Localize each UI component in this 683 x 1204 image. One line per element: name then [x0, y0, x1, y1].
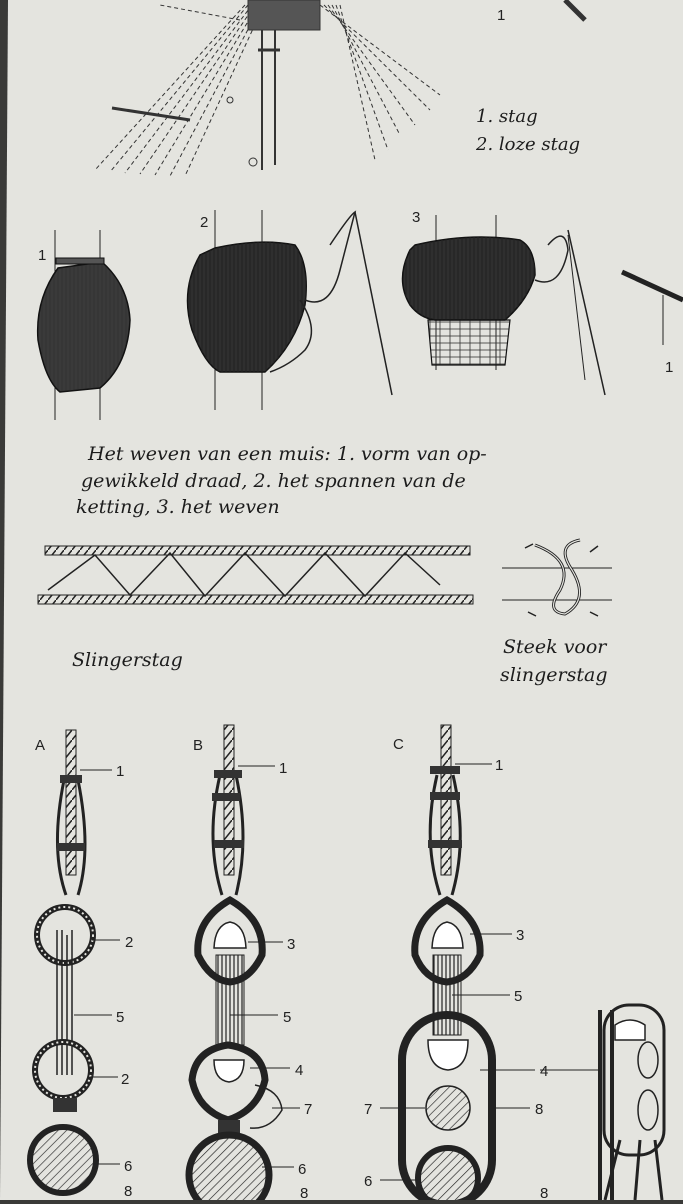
rig-b-label-8: 8	[300, 1185, 308, 1200]
legend-stag: 1. stag	[476, 106, 538, 127]
rig-b-label-5: 5	[283, 1009, 291, 1026]
rig-b-label-1: 1	[279, 760, 287, 777]
slingerstag-caption: Slingerstag	[72, 649, 183, 671]
edge-rope-fragment	[620, 269, 683, 345]
rig-b-leaders	[230, 765, 300, 1168]
muis-stage-2	[186, 210, 393, 410]
muis-label-1: 1	[38, 247, 46, 264]
rig-c-leaders	[380, 763, 535, 1181]
muis-stage-3	[401, 215, 606, 396]
muis-caption-line-2: gewikkeld draad, 2. het spannen van de	[81, 470, 466, 492]
stay-drawing	[94, 0, 441, 177]
rig-a-label-6: 6	[124, 1158, 132, 1175]
stay-corner-mark	[563, 0, 587, 22]
muis-stage-1	[36, 230, 131, 420]
rig-c-label-8b: 8	[540, 1185, 548, 1200]
rig-c-label-4: 4	[540, 1063, 548, 1080]
rig-variant-a	[27, 729, 99, 1196]
rig-c-label-3: 3	[516, 927, 524, 944]
rig-b-label-7: 7	[304, 1101, 312, 1118]
rig-b-title: B	[193, 737, 203, 754]
rig-c-title: C	[393, 736, 404, 753]
rig-variant-b	[185, 724, 283, 1204]
knot-caption-line-1: Steek voor	[503, 636, 608, 658]
rig-c-label-8: 8	[535, 1101, 543, 1118]
rig-a-leaders	[74, 769, 120, 1165]
rig-c-label-7: 7	[364, 1101, 372, 1118]
top-number: 1	[497, 7, 505, 24]
rig-a-label-8: 8	[124, 1183, 132, 1200]
block-side-view	[540, 1003, 666, 1201]
muis-label-3: 3	[412, 209, 420, 226]
muis-caption-line-3: ketting, 3. het weven	[76, 496, 280, 518]
rig-a-label-5: 5	[116, 1009, 124, 1026]
rig-b-label-3: 3	[287, 936, 295, 953]
rig-a-title: A	[35, 737, 45, 754]
rig-c-label-1: 1	[495, 757, 503, 774]
rig-a-label-2: 2	[125, 934, 133, 951]
rig-a-label-2b: 2	[121, 1071, 129, 1088]
rig-c-label-5: 5	[514, 988, 522, 1005]
rig-c-label-6: 6	[364, 1173, 372, 1190]
rig-a-label-1: 1	[116, 763, 124, 780]
knot-caption-line-2: slingerstag	[500, 664, 608, 686]
muis-caption-line-1: Het weven van een muis: 1. vorm van op-	[87, 443, 487, 465]
legend-loze-stag: 2. loze stag	[475, 134, 580, 155]
rig-b-label-6: 6	[298, 1161, 306, 1178]
knot-drawing	[502, 538, 612, 617]
muis-label-2: 2	[200, 214, 208, 231]
slingerstag-drawing	[37, 545, 474, 605]
edge-number: 1	[665, 359, 673, 376]
rig-b-label-4: 4	[295, 1062, 303, 1079]
